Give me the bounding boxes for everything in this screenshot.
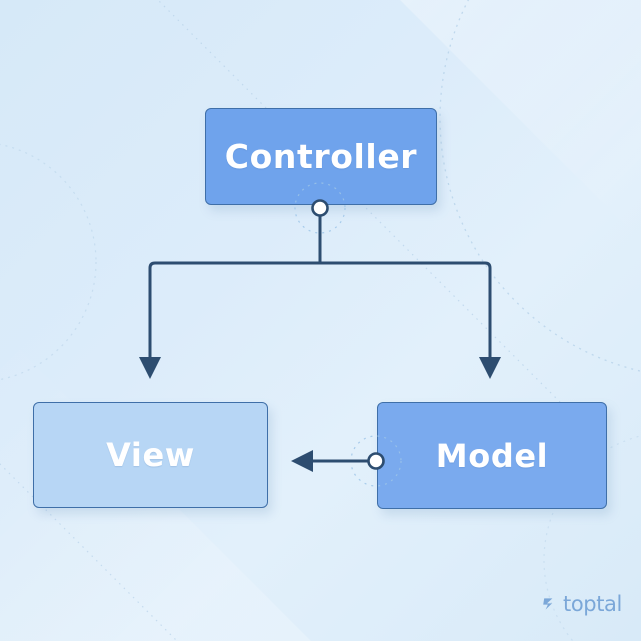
node-controller-label: Controller [224, 137, 418, 176]
connector-model-to-view [291, 450, 372, 472]
node-view-label: View [106, 436, 195, 474]
node-model-label: Model [435, 436, 549, 475]
node-controller[interactable]: Controller [205, 108, 437, 205]
arrowhead-to-model-icon [479, 357, 501, 379]
connector-dot-model[interactable] [367, 452, 385, 470]
connector-dot-controller[interactable] [311, 199, 329, 217]
toptal-brand-watermark: toptal [541, 592, 622, 616]
dotted-arc-left [0, 143, 97, 381]
connector-ripple-controller [294, 182, 346, 234]
dotted-diagonal-line-bottom-left [0, 463, 178, 641]
toptal-chevron-icon [543, 598, 553, 610]
connector-horizontal-bus [148, 261, 492, 278]
arrowhead-to-view-left-icon [291, 450, 313, 472]
node-model[interactable]: Model [377, 402, 607, 509]
arrowhead-to-view-icon [139, 357, 161, 379]
corner-sheen-top-right [400, 0, 641, 241]
toptal-brand-name: toptal [563, 592, 622, 616]
node-view[interactable]: View [33, 402, 268, 508]
connector-controller-branch [139, 208, 501, 379]
